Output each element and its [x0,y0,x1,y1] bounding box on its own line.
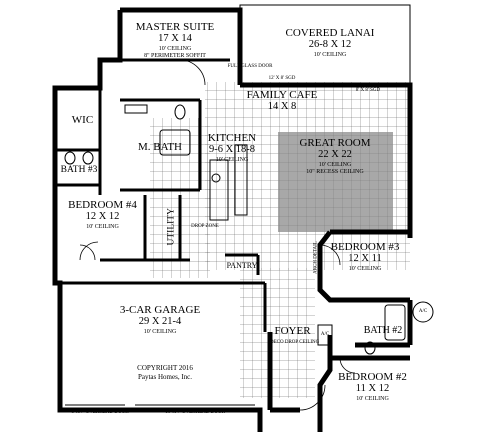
wic-name: WIC [71,114,94,126]
great-room-ceiling: 10' CEILING [318,162,352,168]
family-cafe-dims: 14 X 8 [267,101,297,112]
ac-left-label: A/C [320,332,330,337]
bedroom4-ceiling: 10' CEILING [86,224,119,230]
bath3-name: BATH #3 [60,165,98,175]
ac-right-label: A/C [418,309,428,314]
bedroom3-name: BEDROOM #3 [330,241,400,253]
kitchen-dims: 9-6 X 18-8 [208,144,256,155]
bedroom2-wall [317,335,333,432]
sink-icon [211,173,221,183]
master-suite-dims: 17 X 14 [158,33,192,44]
covered-lanai-dims: 26-8 X 12 [308,39,352,50]
copyright-line1: COPYRIGHT 2016 [137,364,193,372]
bedroom4-dims: 12 X 12 [85,211,120,222]
bath2-name: BATH #2 [363,325,403,336]
copyright-line2: Paytas Homes, Inc. [137,373,193,381]
master-door-swing [179,59,206,86]
toilet-icon [174,104,186,120]
garage-door-right-note: 16' X 7' OVERHEAD DOOR [165,410,225,415]
kitchen-counter [234,144,248,216]
entry-door-swing [299,384,326,411]
bedroom4-door-swing [79,241,99,261]
foyer-note: DECO DROP CEILING [270,340,320,345]
vanity-icon [124,104,148,114]
tile-floor-foyer [240,268,315,398]
covered-lanai-ceiling: 10' CEILING [313,52,347,58]
sgd-8-note: 8' X 8' SGD [355,88,381,93]
arch-detail-note: ARCH DETAIL [313,241,319,274]
family-cafe-name: FAMILY CAFE [246,89,318,101]
bedroom2-name: BEDROOM #2 [338,371,407,383]
great-room-dims: 22 X 22 [318,149,352,160]
bedroom2-dims: 11 X 12 [355,383,390,394]
bedroom2-ceiling: 10' CEILING [356,396,389,402]
bedroom4-door-swing-2 [79,244,96,261]
bath2-toilet-icon [364,341,376,355]
ac-unit-right [412,301,434,323]
garage-door-left-note: 8' X 7' OVERHEAD DOOR [71,410,129,415]
sgd-12-note: 12' X 8' SGD [268,76,296,81]
kitchen-island [209,159,229,221]
great-room-recess: 10" RECESS CEILING [306,169,364,175]
covered-lanai-name: COVERED LANAI [285,27,375,39]
bedroom3-wall [317,230,410,303]
drop-zone-note: DROP ZONE [191,224,219,229]
m-bath-name: M. BATH [137,141,182,153]
bath3-toilet-icon [82,151,94,165]
garage-ceiling: 10' CEILING [143,329,177,335]
master-suite-ceiling: 10' CEILING [158,46,192,52]
garage-name: 3-CAR GARAGE [119,304,201,316]
bath2-tub-icon [384,304,406,341]
kitchen-name: KITCHEN [207,132,257,144]
tub-icon [159,129,191,156]
bedroom3-ceiling: 10' CEILING [348,266,382,272]
garage-dims: 29 X 21-4 [138,316,182,327]
bedroom2-door-swing [339,357,356,374]
ac-unit-left [317,324,333,346]
pantry-name: PANTRY [226,261,258,270]
bath3-sink-icon [64,151,76,165]
foyer-name: FOYER [274,325,311,337]
master-suite-soffit: 8" PERIMETER SOFFIT [144,53,206,59]
great-room-recess-ceiling [278,132,393,232]
kitchen-ceiling: 10' CEILING [215,157,249,163]
master-suite-name: MASTER SUITE [135,21,215,33]
bedroom3-dims: 12 X 11 [348,253,382,264]
bedroom3-door-swing [319,244,341,266]
utility-name: UTILITY [166,208,177,246]
bedroom4-name: BEDROOM #4 [68,199,137,211]
full-glass-door-note: FULL GLASS DOOR [227,64,273,69]
great-room-name: GREAT ROOM [299,137,371,149]
